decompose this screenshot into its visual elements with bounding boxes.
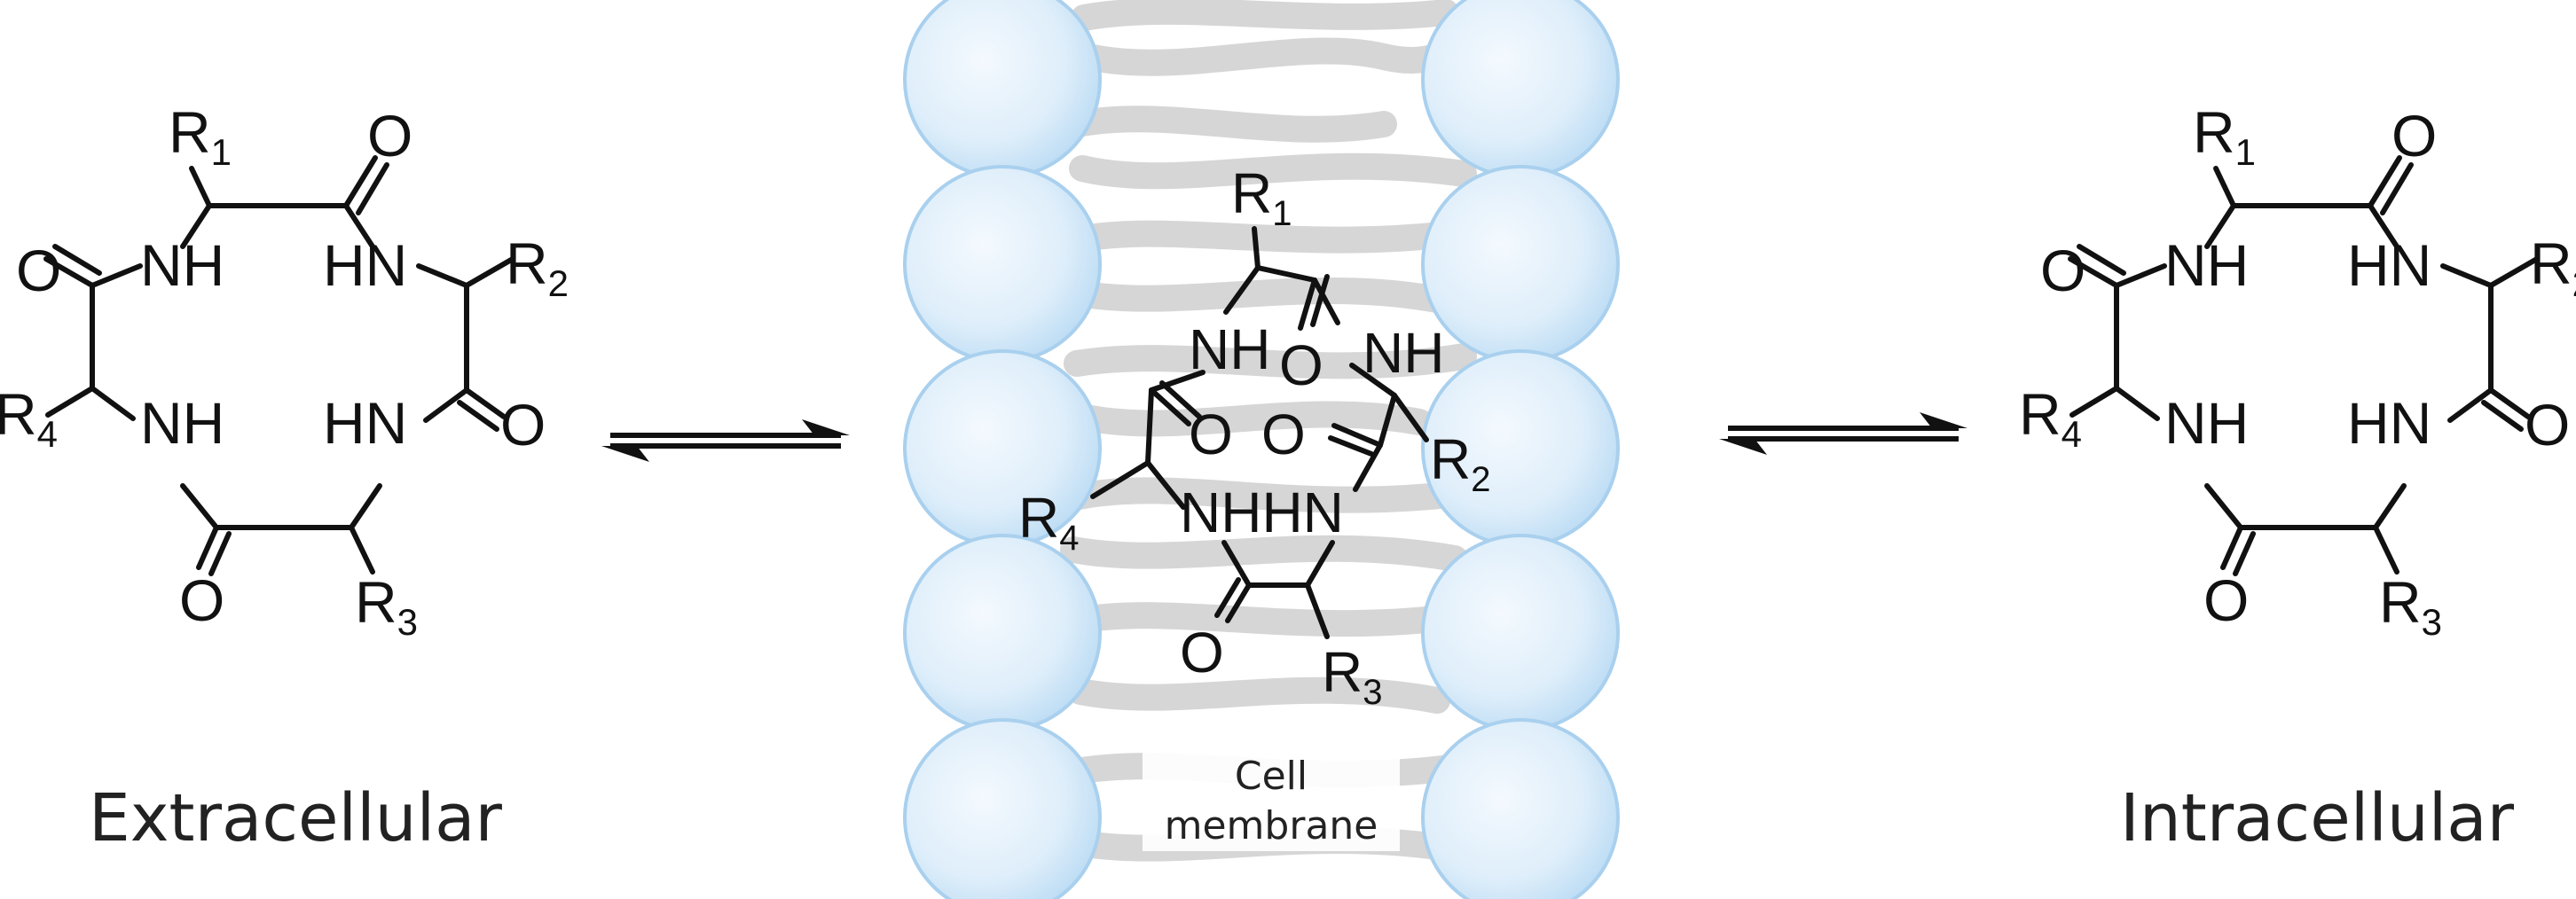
nh-label: NH bbox=[1363, 321, 1444, 385]
membrane-caption-line2: membrane bbox=[1164, 803, 1378, 848]
equilibrium-arrows-right bbox=[1719, 412, 1967, 455]
peptide-intracellular bbox=[2019, 99, 2576, 643]
oxygen-label: O bbox=[1189, 403, 1233, 466]
equilibrium-arrows-left bbox=[601, 419, 850, 462]
intracellular-caption: Intracellular bbox=[2120, 780, 2515, 856]
peptide-extracellular bbox=[0, 99, 569, 643]
oxygen-label: O bbox=[1261, 403, 1306, 466]
membrane-caption: Cell membrane bbox=[1143, 752, 1400, 851]
peptide-membrane-folded: R1 NH O NH O R2 O R4 NHHN O R3 bbox=[1018, 161, 1490, 712]
nhhn-label: NHHN bbox=[1180, 481, 1344, 544]
oxygen-label: O bbox=[1180, 621, 1224, 684]
r3-label: R3 bbox=[1322, 640, 1382, 712]
r4-label: R4 bbox=[1018, 486, 1079, 558]
oxygen-label: O bbox=[1279, 333, 1323, 397]
phospholipid-heads bbox=[903, 0, 1620, 899]
extracellular-caption: Extracellular bbox=[89, 780, 502, 856]
r2-label: R2 bbox=[1430, 427, 1490, 499]
membrane-caption-line1: Cell bbox=[1234, 754, 1308, 799]
r1-label: R1 bbox=[1231, 161, 1292, 233]
nh-label: NH bbox=[1189, 317, 1270, 381]
